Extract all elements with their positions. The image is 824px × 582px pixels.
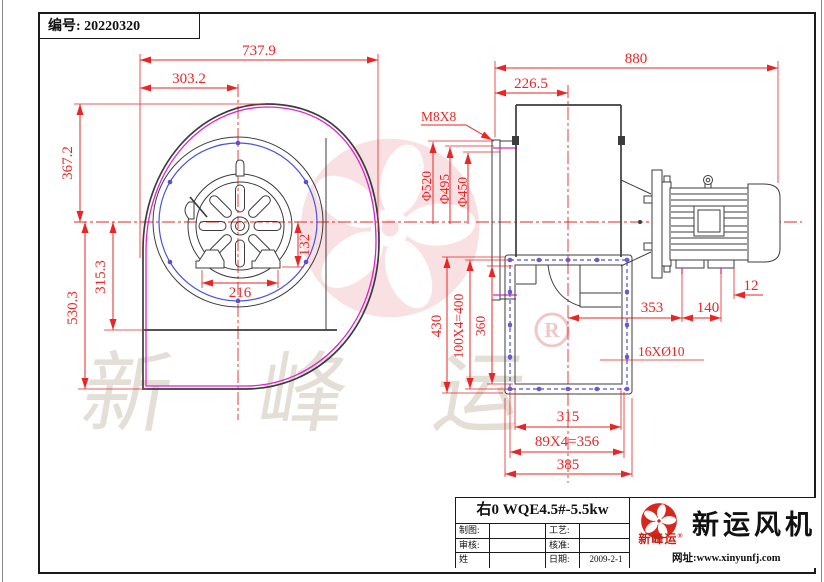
title-block-table: 右0 WQE4.5#-5.5kw 制图: 工艺: 审核: 核准: 姓 日期: 2… (456, 498, 630, 568)
dim-inlet-tap: M8X8 (421, 109, 457, 124)
company-website: 网址:www.xinyunfj.com (672, 553, 781, 564)
date-value: 2009-2-1 (589, 554, 623, 564)
title-block: 右0 WQE4.5#-5.5kw 制图: 工艺: 审核: 核准: 姓 日期: 2… (455, 497, 816, 568)
left-view-dimensions: 737.9 303.2 367.2 530.3 315.3 216 132 (60, 43, 379, 390)
dim-motor-foot-span: 140 (697, 300, 720, 316)
casing-body (512, 104, 625, 257)
dim-outlet-holes: 16XØ10 (638, 344, 685, 359)
dim-outlet-width: 385 (557, 457, 580, 473)
sheet-outer-edge-right (821, 0, 822, 582)
drawn-value (490, 524, 546, 538)
outlet-flange (504, 254, 633, 395)
sign-value (490, 553, 546, 568)
motor-end-cap (747, 183, 781, 263)
logo-caption: 新峰运® (638, 532, 684, 546)
dim-inlet-dia-bolt: Φ495 (437, 174, 452, 204)
dim-outlet-height: 430 (429, 315, 445, 338)
approved-value (580, 539, 629, 553)
dim-height-below-center: 530.3 (65, 291, 81, 325)
motor-foot-left (195, 249, 225, 269)
motor-eyebolt-icon (703, 175, 713, 185)
motor-nameplate (693, 205, 725, 237)
inlet-flange (491, 139, 501, 301)
left-view: 737.9 303.2 367.2 530.3 315.3 216 132 (60, 43, 470, 420)
impeller (184, 159, 293, 279)
dim-base-to-center: 315.3 (93, 260, 109, 294)
dim-center-offset: 303.2 (172, 71, 206, 87)
title-block-brand: 新峰运® 新运风机 网址:www.xinyunfj.com (630, 498, 816, 568)
dim-foot-span: 216 (229, 285, 252, 301)
dim-inlet-to-center: 226.5 (514, 76, 548, 92)
dim-outlet-inner-height: 360 (473, 316, 488, 337)
approved-label: 核准: (546, 538, 580, 552)
outlet-bolt-holes (507, 257, 630, 392)
dim-inlet-dia-inner: Φ450 (455, 177, 470, 207)
date-label: 日期: (546, 553, 580, 568)
handle-bar (189, 196, 208, 218)
inlet-ring-outer (152, 136, 324, 308)
logo-registered-mark: ® (677, 532, 684, 540)
volute-tongue (516, 264, 621, 308)
motor-foot-right (251, 249, 281, 269)
watermark-brand-text: 新峰运 (75, 347, 620, 444)
watermark-registered-icon: R (534, 312, 570, 348)
spiral-casing-magenta (145, 106, 377, 387)
dim-overall-width: 737.9 (242, 43, 276, 59)
handle-grip (184, 201, 195, 220)
serial-number-box: 编号: 20220320 (40, 14, 200, 39)
dim-outlet-inner-width: 315 (557, 409, 580, 425)
spiral-casing-outline (142, 103, 380, 390)
impeller-top-pin (235, 159, 245, 177)
serial-number: 编号: 20220320 (48, 19, 141, 34)
sheet-outer-edge-left (2, 0, 3, 582)
motor (661, 175, 781, 274)
dim-motor-foot-offset: 353 (641, 300, 664, 316)
motor-foot-front (675, 259, 705, 269)
dim-inlet-dia-outer: Φ520 (419, 171, 434, 201)
watermark-registered-letter: R (544, 318, 560, 342)
process-value (580, 524, 629, 538)
dim-motor-foot-width: 12 (744, 278, 759, 294)
checked-value (490, 538, 546, 552)
dim-foot-height: 132 (297, 234, 313, 257)
company-name: 新运风机 (692, 510, 816, 540)
drawn-label: 制图: (456, 524, 490, 538)
drawing-border (38, 12, 816, 574)
motor-foot-rear (707, 259, 735, 269)
right-view-dimensions: 880 226.5 M8X8 Φ520 Φ495 Φ450 430 100X4=… (419, 51, 779, 478)
checked-label: 审核: (456, 538, 490, 552)
sign-label: 姓 (456, 553, 490, 568)
dim-outlet-hole-pitch-v: 100X4=400 (451, 293, 466, 358)
inlet-bolt-dots (167, 140, 309, 304)
right-view: 880 226.5 M8X8 Φ520 Φ495 Φ450 430 100X4=… (419, 51, 802, 483)
watermark-flower-icon (300, 138, 480, 318)
process-label: 工艺: (546, 524, 580, 538)
dim-outlet-hole-pitch-h: 89X4=356 (535, 434, 600, 450)
dim-overall-length: 880 (625, 51, 648, 67)
dim-height-above-center: 367.2 (60, 146, 76, 180)
model-number: 右0 WQE4.5#-5.5kw (456, 498, 629, 524)
